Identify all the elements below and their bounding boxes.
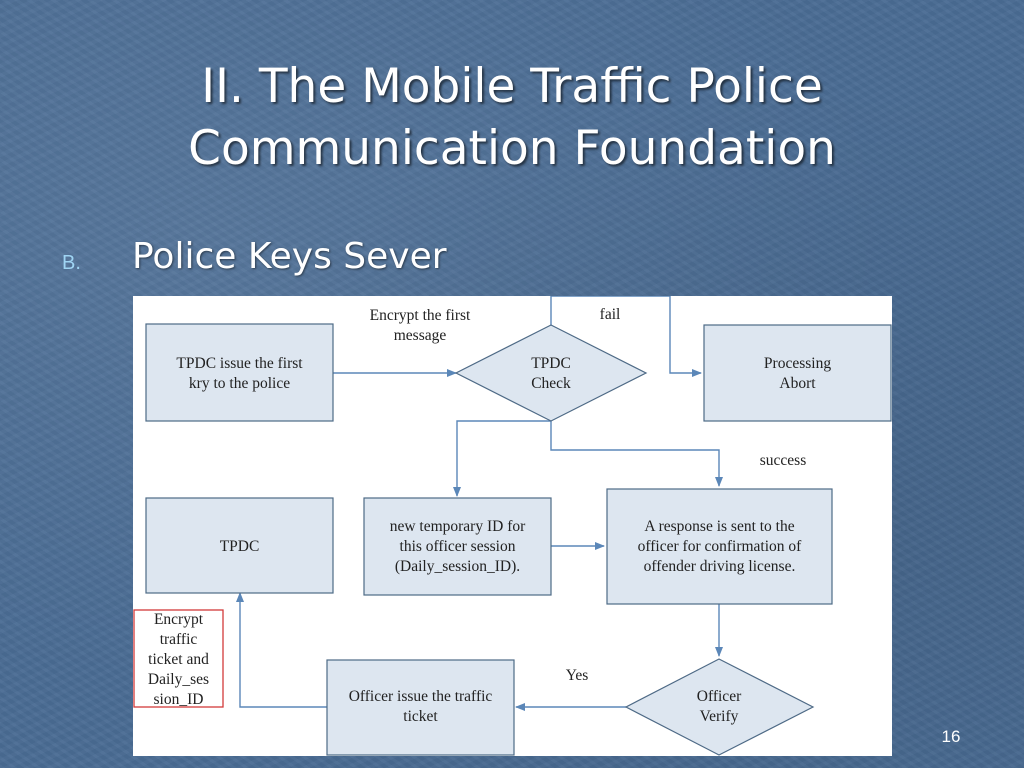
edge-label-yes: Yes — [566, 667, 589, 684]
flowchart-canvas: TPDC issue the first kry to the police T… — [133, 296, 892, 756]
node-tpdc-check: TPDC Check — [454, 324, 648, 422]
node-text-line: kry to the police — [189, 375, 290, 392]
note-text-line: traffic — [160, 631, 198, 648]
node-text-line: (Daily_session_ID). — [395, 558, 520, 575]
node-text-line: officer for confirmation of — [638, 538, 803, 555]
node-text-line: TPDC — [220, 538, 260, 555]
arrow-check-to-response-success — [550, 421, 723, 487]
note-text-line: ticket and — [148, 651, 209, 668]
node-text-line: this officer session — [400, 538, 516, 555]
node-text-line: A response is sent to the — [644, 518, 794, 535]
node-text-line: TPDC — [531, 355, 571, 372]
node-text-line: Officer issue the traffic — [349, 688, 493, 705]
node-processing-abort: Processing Abort — [703, 324, 892, 422]
node-response-sent: A response is sent to the officer for co… — [606, 488, 833, 605]
note-encrypt-ticket: Encrypt traffic ticket and Daily_ses sio… — [133, 609, 224, 708]
note-text-line: Encrypt — [154, 611, 204, 628]
title-line-1: II. The Mobile Traffic Police — [201, 59, 823, 114]
bullet-marker: B. — [62, 252, 81, 274]
edge-label-fail: fail — [600, 306, 621, 323]
node-officer-verify: Officer Verify — [624, 658, 815, 756]
arrow-check-to-tempid — [453, 420, 551, 497]
edge-label-success: success — [760, 452, 807, 469]
bullet-heading: Police Keys Sever — [132, 236, 447, 277]
node-text-line: TPDC issue the first — [176, 355, 303, 372]
node-text-line: Check — [531, 375, 571, 392]
node-text-line: Verify — [700, 708, 739, 725]
edge-label-line: message — [394, 327, 447, 344]
node-officer-issue-ticket: Officer issue the traffic ticket — [326, 659, 515, 756]
node-text-line: offender driving license. — [644, 558, 796, 575]
page-number: 16 — [941, 727, 961, 746]
note-text-line: sion_ID — [154, 691, 204, 708]
arrow-check-to-abort-fail — [550, 296, 702, 377]
edge-label-line: Encrypt the first — [370, 307, 471, 324]
node-text-line: ticket — [403, 708, 438, 725]
node-text-line: Abort — [779, 375, 816, 392]
slide-title: II. The Mobile Traffic Police Communicat… — [0, 56, 1024, 180]
note-text-line: Daily_ses — [148, 671, 209, 688]
edge-label-encrypt-first-message: Encrypt the first message — [370, 307, 471, 344]
arrow-officer-issue-to-tpdc — [236, 592, 327, 708]
title-line-2: Communication Foundation — [188, 121, 836, 176]
node-text-line: new temporary ID for — [390, 518, 526, 535]
node-tpdc: TPDC — [145, 497, 334, 594]
node-text-line: Processing — [764, 355, 831, 372]
node-text-line: Officer — [697, 688, 742, 705]
flowchart: TPDC issue the first kry to the police T… — [133, 296, 892, 756]
node-new-temporary-id: new temporary ID for this officer sessio… — [363, 497, 552, 596]
flowchart-connectors — [236, 296, 723, 711]
node-tpdc-issue-first-key: TPDC issue the first kry to the police — [145, 323, 334, 422]
